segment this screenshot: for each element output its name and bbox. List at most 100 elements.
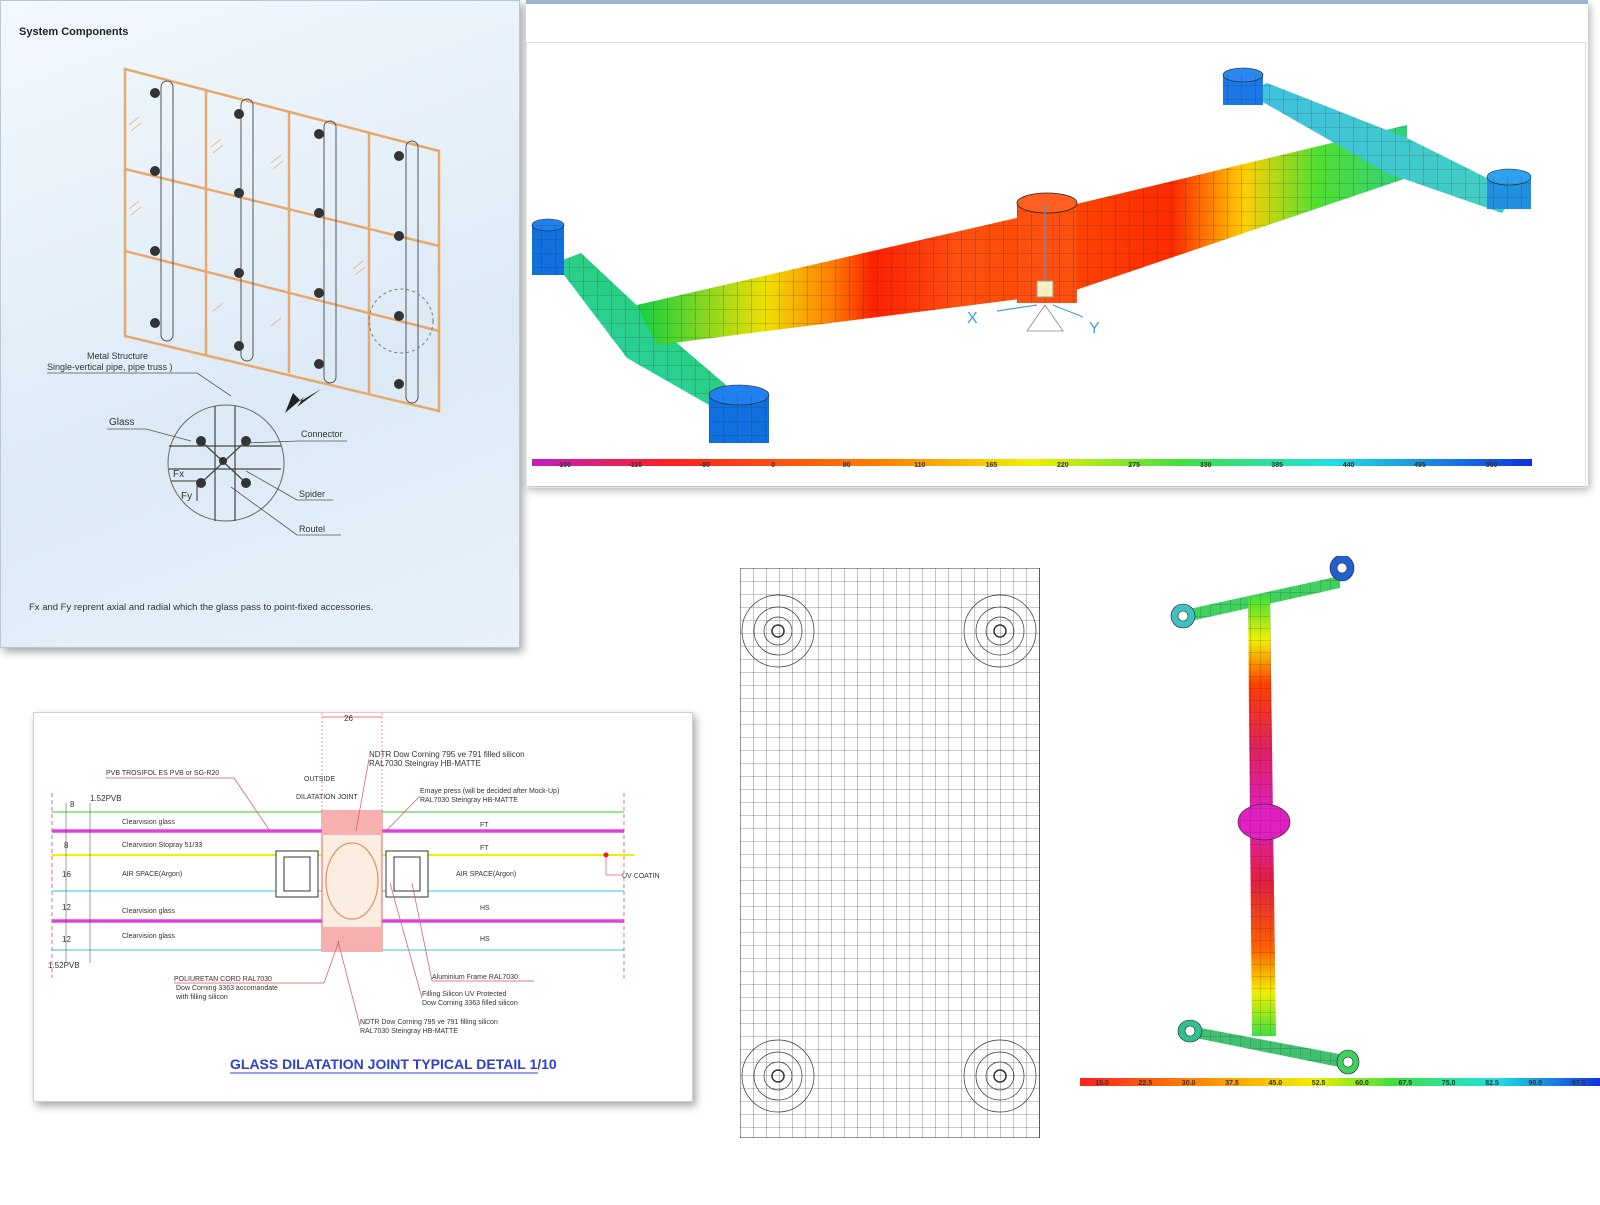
label-ndtr-bottom: NDTR Dow Corning 795 ve 791 filling sili… bbox=[360, 1019, 498, 1026]
fea-boss-right-top bbox=[1222, 67, 1264, 105]
fea-right-legend-tick-9: 82.5 bbox=[1485, 1080, 1499, 1087]
label-filling-silicon-2: Dow Corning 3363 filled silicon bbox=[422, 1000, 518, 1007]
detail-zoom-circle bbox=[167, 404, 285, 522]
fea-right-legend-tick-11: 97.5 bbox=[1572, 1080, 1586, 1087]
fea-top-legend-tick-3: 0 bbox=[771, 462, 775, 469]
label-fx: Fx bbox=[173, 469, 184, 480]
label-metal-structure-sub: Single-vertical pipe, pipe truss ) bbox=[47, 362, 173, 372]
fea-right-legend-tick-8: 75.0 bbox=[1442, 1080, 1456, 1087]
system-components-drawing: System Components bbox=[19, 26, 441, 613]
fea-top-legend-tick-8: 275 bbox=[1128, 462, 1140, 469]
mesh-fixing-holes bbox=[741, 594, 1037, 1113]
fea-right-legend-ticks: 15.0 22.5 30.0 37.5 45.0 52.5 60.0 67.5 75.0 82.5… bbox=[1095, 1080, 1585, 1087]
fea-spider-vertical-model: 15.0 22.5 30.0 37.5 45.0 52.5 60.0 67.5 75.0 82.5… bbox=[1080, 554, 1600, 1087]
fea-vertical-boss-bottom-right bbox=[1336, 1049, 1360, 1075]
label-fy: Fy bbox=[181, 491, 192, 502]
dim-8: 8 bbox=[70, 800, 75, 809]
fea-vertical-boss-top-left bbox=[1170, 603, 1196, 629]
right-label-2: FT bbox=[480, 845, 489, 852]
fea-right-legend-tick-2: 30.0 bbox=[1182, 1080, 1196, 1087]
detail-connectors bbox=[196, 436, 251, 488]
label-emaye: Emaye press (will be decided after Mock-… bbox=[420, 788, 559, 795]
axis-x-label: X bbox=[967, 310, 978, 327]
layer-label-3: AIR SPACE(Argon) bbox=[122, 871, 182, 878]
fea-top-legend-tick-2: -80 bbox=[700, 462, 710, 469]
fea-right-legend-tick-1: 22.5 bbox=[1139, 1080, 1153, 1087]
fea-boss-left-bottom bbox=[708, 384, 770, 443]
label-emaye-sub: RAL7030 Steingray HB-MATTE bbox=[420, 797, 518, 804]
layer-label-4: Clearvision glass bbox=[122, 908, 175, 915]
dim-16: 16 bbox=[62, 870, 71, 879]
label-ndtr-bottom-2: RAL7030 Steingray HB-MATTE bbox=[360, 1028, 458, 1035]
spider-connectors bbox=[150, 88, 404, 389]
joint-detail-drawing: 26 OUTSIDE DILATATION JOINT PVB TROSIFOL… bbox=[48, 713, 660, 1074]
fea-top-legend-tick-12: 495 bbox=[1414, 462, 1426, 469]
right-label-1: FT bbox=[480, 822, 489, 829]
dim-12a: 12 bbox=[62, 903, 71, 912]
label-spider: Spider bbox=[299, 489, 325, 499]
system-components-caption: Fx and Fy reprent axial and radial which… bbox=[29, 602, 373, 613]
label-ndtr-top-sub: RAL7030 Steingray HB-MATTE bbox=[369, 759, 481, 768]
label-polyurethan-2: Dow Corning 3363 accomandate bbox=[176, 985, 278, 992]
fea-top-legend-tick-10: 385 bbox=[1271, 462, 1283, 469]
fea-top-legend-tick-13: 550 bbox=[1486, 462, 1498, 469]
joint-detail-title: GLASS DILATATION JOINT TYPICAL DETAIL 1/… bbox=[230, 1056, 557, 1072]
right-label-4: HS bbox=[480, 905, 490, 912]
fea-top-legend-tick-11: 440 bbox=[1343, 462, 1355, 469]
label-filling-silicon: Filling Silicon UV Protected bbox=[422, 991, 507, 998]
dim-152pvb-top: 1.52PVB bbox=[90, 794, 122, 803]
fea-right-legend-tick-5: 52.5 bbox=[1312, 1080, 1326, 1087]
axis-y-label: Y bbox=[1089, 320, 1100, 337]
fea-boss-right-bottom bbox=[1486, 168, 1532, 209]
fea-right-legend-tick-0: 15.0 bbox=[1095, 1080, 1109, 1087]
facade-frame bbox=[123, 67, 441, 413]
joint-seal-top bbox=[322, 811, 382, 835]
fea-spider-arm-model: X Y -100-110-800801101652202753303854404… bbox=[531, 67, 1532, 469]
label-aluminium-frame: Aluminium Frame RAL7030 bbox=[432, 974, 518, 981]
fea-top-legend-tick-5: 110 bbox=[914, 462, 925, 469]
dim-top: 26 bbox=[344, 714, 353, 723]
aluminium-frame-left bbox=[275, 850, 319, 898]
dim-8b: 8 bbox=[64, 841, 69, 850]
fea-right-legend-tick-4: 45.0 bbox=[1269, 1080, 1283, 1087]
glass-hatch bbox=[128, 116, 366, 327]
glass-dilatation-joint-panel: 26 OUTSIDE DILATATION JOINT PVB TROSIFOL… bbox=[33, 712, 693, 1102]
aluminium-frame-right bbox=[385, 850, 429, 898]
label-polyurethan: POLIURETAN CORD RAL7030 bbox=[174, 976, 272, 983]
label-connector: Connector bbox=[301, 429, 343, 439]
fea-right-legend-tick-10: 90.0 bbox=[1529, 1080, 1543, 1087]
fea-top-legend-tick-0: -100 bbox=[557, 462, 571, 469]
label-routel: Routel bbox=[299, 524, 325, 534]
vertical-pipes bbox=[160, 80, 419, 404]
fea-top-legend-tick-4: 80 bbox=[843, 462, 851, 469]
fea-vertical-boss-top-right bbox=[1329, 554, 1355, 582]
layer-label-2: Clearvision Stopray 51/33 bbox=[122, 842, 202, 849]
label-uv-coating: UV COATIN bbox=[622, 873, 660, 880]
glass-panel-mesh-grid bbox=[739, 567, 1041, 1139]
fea-boss-left-top bbox=[531, 218, 565, 275]
right-label-5: HS bbox=[480, 936, 490, 943]
axis-triad bbox=[996, 203, 1084, 332]
joint-seal-bottom bbox=[322, 927, 382, 951]
fea-right-legend-tick-3: 37.5 bbox=[1225, 1080, 1239, 1087]
right-label-3: AIR SPACE(Argon) bbox=[456, 871, 516, 878]
system-components-title: System Components bbox=[19, 26, 128, 38]
label-ndtr-top: NDTR Dow Corning 795 ve 791 filled silic… bbox=[369, 750, 525, 759]
system-components-panel: System Components bbox=[0, 0, 520, 648]
fea-right-legend-tick-6: 60.0 bbox=[1355, 1080, 1369, 1087]
fea-vertical-boss-bottom-left bbox=[1177, 1019, 1203, 1043]
dim-12b: 12 bbox=[62, 935, 71, 944]
fea-top-legend-tick-6: 165 bbox=[986, 462, 998, 469]
fea-right-legend-tick-7: 67.5 bbox=[1399, 1080, 1413, 1087]
fea-right-legend-bar bbox=[1080, 1078, 1600, 1086]
fea-top-legend-tick-1: -110 bbox=[628, 462, 642, 469]
label-glass: Glass bbox=[109, 417, 135, 428]
dim-152pvb-bottom: 1.52PVB bbox=[48, 961, 80, 970]
arrow-icon bbox=[285, 389, 321, 413]
fea-top-legend-bar bbox=[532, 459, 1532, 466]
label-outside: OUTSIDE bbox=[304, 776, 335, 783]
layer-label-1: Clearvision glass bbox=[122, 819, 175, 826]
label-pvb: PVB TROSIFOL ES PVB or SG-R20 bbox=[106, 770, 219, 777]
